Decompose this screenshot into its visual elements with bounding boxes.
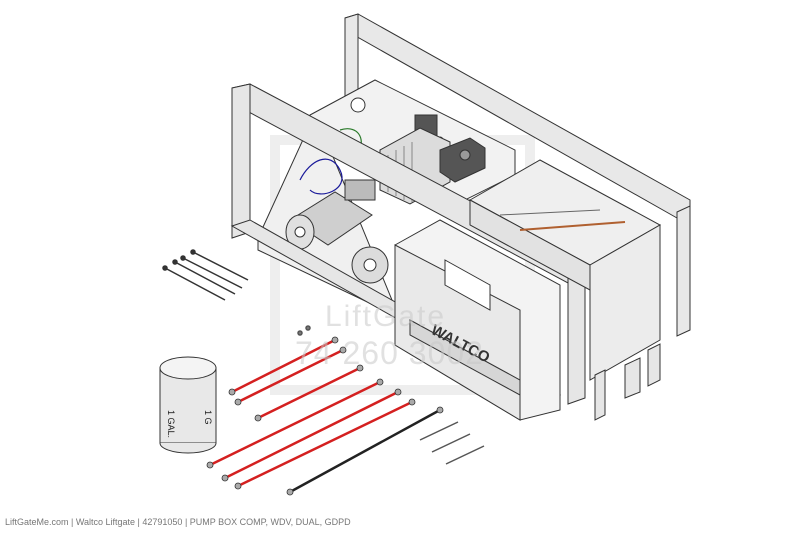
motor xyxy=(285,179,389,284)
battery-tray xyxy=(468,159,662,381)
red-cable-3 xyxy=(256,366,362,420)
support-feet xyxy=(594,343,661,421)
red-cable-2 xyxy=(236,348,345,404)
red-cable-1 xyxy=(230,338,337,394)
oil-can xyxy=(159,356,217,454)
oil-can-label-right: 1 G xyxy=(203,410,213,425)
battery-cables xyxy=(208,338,442,494)
footer-caption: LiftGateMe.com | Waltco Liftgate | 42791… xyxy=(5,517,351,527)
cable-lugs xyxy=(206,336,444,496)
studs xyxy=(297,325,485,465)
red-cable-5 xyxy=(223,390,400,480)
oil-can-label-left: 1 GAL. xyxy=(166,410,176,438)
red-cable-4 xyxy=(208,380,382,467)
watermark-phone: 74 260 3002 xyxy=(295,335,484,371)
black-cable xyxy=(288,408,442,494)
zip-ties xyxy=(162,249,249,301)
red-cable-6 xyxy=(236,400,414,488)
watermark-brand: LiftGate xyxy=(325,300,447,333)
storage-bin xyxy=(394,219,561,421)
